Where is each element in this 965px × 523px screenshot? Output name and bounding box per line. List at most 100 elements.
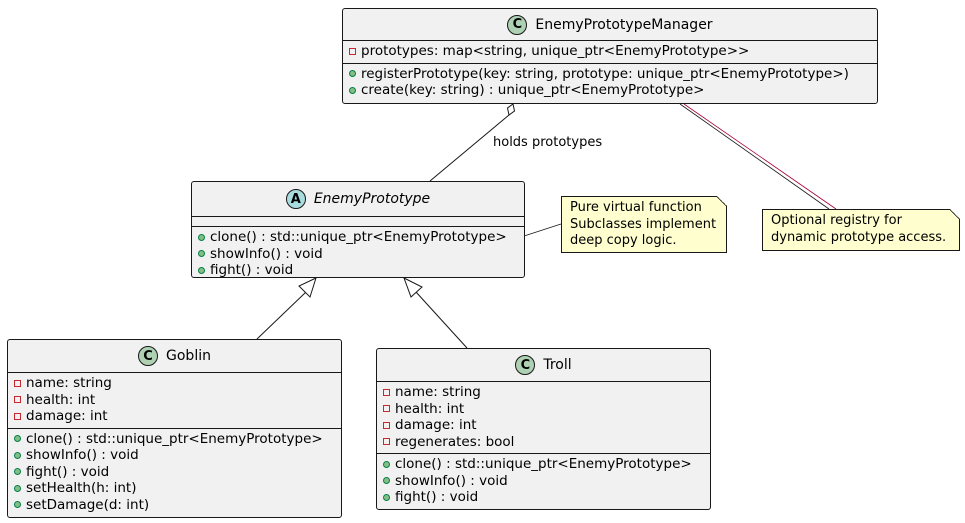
public-visibility-icon bbox=[14, 501, 21, 509]
method-row: clone() : std::unique_ptr<EnemyPrototype… bbox=[377, 456, 710, 473]
class-header: C Troll bbox=[377, 349, 710, 382]
public-visibility-icon bbox=[14, 468, 21, 476]
note-optional-registry: Optional registry for dynamic prototype … bbox=[762, 209, 960, 251]
attribute-row: health: int bbox=[377, 401, 710, 418]
aggregation-label: holds prototypes bbox=[493, 135, 603, 150]
attributes-section bbox=[192, 217, 524, 227]
class-header: C EnemyPrototypeManager bbox=[343, 9, 877, 41]
attribute-text: prototypes: map<string, unique_ptr<Enemy… bbox=[361, 43, 750, 59]
class-enemy-prototype-manager[interactable]: C EnemyPrototypeManager prototypes: map<… bbox=[342, 8, 878, 104]
class-stereotype-icon: C bbox=[507, 14, 528, 35]
class-stereotype-icon: C bbox=[138, 346, 159, 366]
note-line: Optional registry for bbox=[771, 213, 902, 228]
class-enemy-prototype[interactable]: A EnemyPrototype clone() : std::unique_p… bbox=[191, 181, 525, 278]
attribute-text: name: string bbox=[26, 375, 112, 391]
method-row: fight() : void bbox=[377, 489, 710, 506]
note-fold-icon bbox=[950, 209, 960, 219]
public-visibility-icon bbox=[14, 435, 21, 443]
method-row: showInfo() : void bbox=[377, 473, 710, 490]
aggregation-diamond bbox=[506, 103, 516, 116]
registry-note-link-accent bbox=[683, 103, 837, 210]
methods-section: clone() : std::unique_ptr<EnemyPrototype… bbox=[192, 227, 524, 282]
method-text: showInfo() : void bbox=[210, 245, 323, 262]
troll-inheritance-line bbox=[415, 291, 468, 349]
note-line: Subclasses implement bbox=[570, 216, 717, 232]
method-text: fight() : void bbox=[395, 489, 479, 505]
method-text: fight() : void bbox=[210, 262, 294, 278]
attribute-row: regenerates: bool bbox=[377, 434, 710, 451]
method-text: fight() : void bbox=[26, 463, 110, 480]
aggregation-line bbox=[429, 114, 510, 182]
methods-section: clone() : std::unique_ptr<EnemyPrototype… bbox=[377, 454, 710, 509]
public-visibility-icon bbox=[198, 233, 205, 241]
methods-section: clone() : std::unique_ptr<EnemyPrototype… bbox=[8, 429, 341, 517]
attribute-row: health: int bbox=[8, 392, 341, 409]
public-visibility-icon bbox=[349, 70, 356, 78]
note-line: dynamic prototype access. bbox=[771, 229, 947, 245]
attribute-row: name: string bbox=[8, 375, 341, 392]
private-visibility-icon bbox=[383, 438, 390, 446]
goblin-inheritance-line bbox=[256, 291, 307, 340]
class-stereotype-icon: C bbox=[515, 355, 536, 375]
method-text: clone() : std::unique_ptr<EnemyPrototype… bbox=[26, 430, 323, 447]
class-troll[interactable]: C Troll name: string health: int damage:… bbox=[376, 348, 711, 510]
class-name: EnemyPrototypeManager bbox=[535, 16, 713, 33]
attribute-text: health: int bbox=[395, 400, 465, 417]
attribute-text: regenerates: bool bbox=[395, 433, 515, 450]
goblin-inheritance-arrow bbox=[298, 277, 317, 298]
method-text: clone() : std::unique_ptr<EnemyPrototype… bbox=[395, 456, 692, 472]
private-visibility-icon bbox=[383, 405, 390, 413]
private-visibility-icon bbox=[383, 388, 390, 396]
methods-section: registerPrototype(key: string, prototype… bbox=[343, 64, 877, 102]
public-visibility-icon bbox=[198, 250, 205, 258]
method-text: showInfo() : void bbox=[26, 447, 139, 463]
method-row: showInfo() : void bbox=[8, 447, 341, 464]
note-fold-icon bbox=[717, 196, 727, 206]
public-visibility-icon bbox=[383, 493, 390, 501]
note-line: deep copy logic. bbox=[570, 233, 677, 248]
attribute-text: damage: int bbox=[395, 417, 477, 433]
method-row: setHealth(h: int) bbox=[8, 480, 341, 497]
private-visibility-icon bbox=[349, 47, 356, 55]
note-line: Pure virtual function bbox=[570, 200, 702, 215]
public-visibility-icon bbox=[383, 460, 390, 468]
class-name: Troll bbox=[543, 357, 572, 373]
attribute-text: damage: int bbox=[26, 408, 108, 424]
method-text: registerPrototype(key: string, prototype… bbox=[361, 65, 849, 82]
note-pure-virtual: Pure virtual function Subclasses impleme… bbox=[561, 196, 727, 253]
private-visibility-icon bbox=[14, 412, 21, 420]
abstract-stereotype-icon: A bbox=[285, 189, 306, 209]
attribute-row: damage: int bbox=[377, 417, 710, 434]
class-goblin[interactable]: C Goblin name: string health: int damage… bbox=[7, 339, 342, 518]
private-visibility-icon bbox=[383, 421, 390, 429]
public-visibility-icon bbox=[349, 86, 356, 94]
class-header: C Goblin bbox=[8, 340, 341, 373]
method-row: clone() : std::unique_ptr<EnemyPrototype… bbox=[192, 229, 524, 246]
method-text: create(key: string) : unique_ptr<EnemyPr… bbox=[361, 82, 705, 98]
class-name: Goblin bbox=[166, 348, 211, 364]
class-name: EnemyPrototype bbox=[313, 191, 431, 207]
method-row: fight() : void bbox=[192, 262, 524, 279]
attributes-section: prototypes: map<string, unique_ptr<Enemy… bbox=[343, 41, 877, 64]
method-row: create(key: string) : unique_ptr<EnemyPr… bbox=[343, 82, 877, 99]
attributes-section: name: string health: int damage: int bbox=[8, 373, 341, 429]
method-row: setDamage(d: int) bbox=[8, 497, 341, 514]
method-text: showInfo() : void bbox=[395, 472, 508, 489]
method-row: fight() : void bbox=[8, 464, 341, 481]
attribute-row: damage: int bbox=[8, 408, 341, 425]
public-visibility-icon bbox=[198, 266, 205, 274]
attributes-section: name: string health: int damage: int reg… bbox=[377, 382, 710, 454]
public-visibility-icon bbox=[14, 484, 21, 492]
private-visibility-icon bbox=[14, 379, 21, 387]
method-row: showInfo() : void bbox=[192, 246, 524, 263]
method-text: setHealth(h: int) bbox=[26, 480, 137, 496]
class-header: A EnemyPrototype bbox=[192, 182, 524, 217]
public-visibility-icon bbox=[14, 451, 21, 459]
public-visibility-icon bbox=[383, 477, 390, 485]
attribute-text: name: string bbox=[395, 384, 481, 400]
attribute-text: health: int bbox=[26, 391, 96, 408]
registry-note-link bbox=[679, 103, 830, 210]
method-text: setDamage(d: int) bbox=[26, 496, 150, 513]
